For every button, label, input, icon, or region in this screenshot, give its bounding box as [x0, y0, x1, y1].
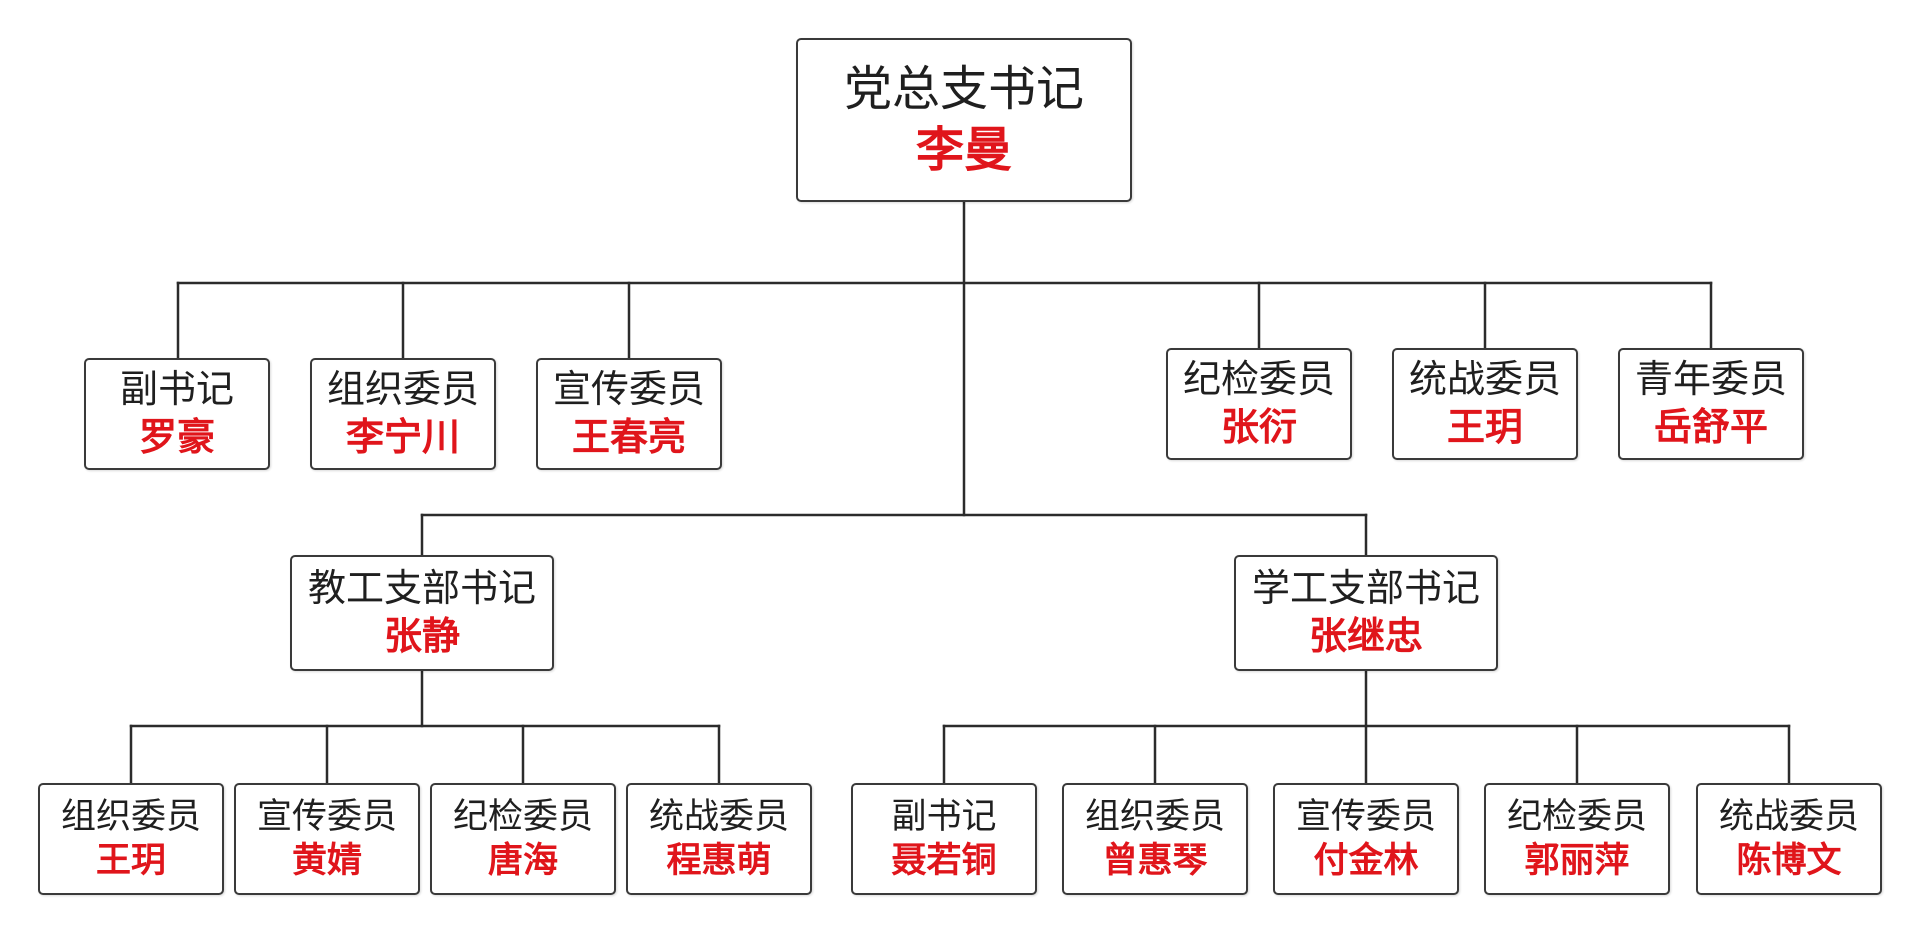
member-name: 郭丽萍: [1524, 841, 1630, 881]
committee-role: 纪检委员: [1182, 357, 1335, 402]
member-name: 付金林: [1313, 841, 1419, 881]
teaching-member-1: 组织委员 王玥: [38, 783, 224, 895]
committee-role: 组织委员: [326, 367, 479, 412]
branch-name: 张静: [383, 614, 460, 658]
branch-role: 学工支部书记: [1251, 566, 1480, 611]
teaching-member-4: 统战委员 程惠萌: [626, 783, 812, 895]
committee-node-5: 统战委员 王玥: [1392, 348, 1578, 460]
member-role: 统战委员: [1718, 796, 1859, 837]
member-role: 组织委员: [1084, 796, 1225, 837]
root-node: 党总支书记 李曼: [796, 38, 1132, 202]
teaching-member-2: 宣传委员 黄婧: [234, 783, 420, 895]
committee-name: 罗豪: [138, 415, 215, 459]
student-member-5: 统战委员 陈博文: [1696, 783, 1882, 895]
member-role: 统战委员: [648, 796, 789, 837]
student-member-4: 纪检委员 郭丽萍: [1484, 783, 1670, 895]
committee-name: 王玥: [1446, 405, 1523, 449]
member-name: 王玥: [95, 841, 166, 881]
member-role: 宣传委员: [1295, 796, 1436, 837]
member-name: 程惠萌: [666, 841, 772, 881]
branch-role: 教工支部书记: [307, 566, 536, 611]
committee-node-6: 青年委员 岳舒平: [1618, 348, 1804, 460]
root-name: 李曼: [915, 122, 1012, 178]
committee-role: 副书记: [119, 367, 234, 412]
member-role: 组织委员: [60, 796, 201, 837]
member-role: 纪检委员: [1506, 796, 1647, 837]
member-name: 聂若铜: [891, 841, 997, 881]
member-role: 宣传委员: [256, 796, 397, 837]
branch-node-teaching: 教工支部书记 张静: [290, 555, 554, 671]
member-name: 黄婧: [291, 841, 362, 881]
branch-name: 张继忠: [1308, 614, 1423, 658]
committee-role: 统战委员: [1408, 357, 1561, 402]
student-member-2: 组织委员 曾惠琴: [1062, 783, 1248, 895]
member-role: 副书记: [891, 796, 997, 837]
member-name: 陈博文: [1736, 841, 1842, 881]
student-member-1: 副书记 聂若铜: [851, 783, 1037, 895]
committee-name: 张衍: [1220, 405, 1297, 449]
committee-node-4: 纪检委员 张衍: [1166, 348, 1352, 460]
committee-role: 宣传委员: [552, 367, 705, 412]
committee-role: 青年委员: [1634, 357, 1787, 402]
committee-name: 李宁川: [345, 415, 460, 459]
committee-name: 岳舒平: [1653, 405, 1768, 449]
member-role: 纪检委员: [452, 796, 593, 837]
member-name: 唐海: [487, 841, 558, 881]
student-member-3: 宣传委员 付金林: [1273, 783, 1459, 895]
committee-node-1: 副书记 罗豪: [84, 358, 270, 470]
committee-node-3: 宣传委员 王春亮: [536, 358, 722, 470]
branch-node-student: 学工支部书记 张继忠: [1234, 555, 1498, 671]
root-role: 党总支书记: [843, 60, 1084, 117]
teaching-member-3: 纪检委员 唐海: [430, 783, 616, 895]
committee-name: 王春亮: [571, 415, 686, 459]
committee-node-2: 组织委员 李宁川: [310, 358, 496, 470]
member-name: 曾惠琴: [1102, 841, 1208, 881]
